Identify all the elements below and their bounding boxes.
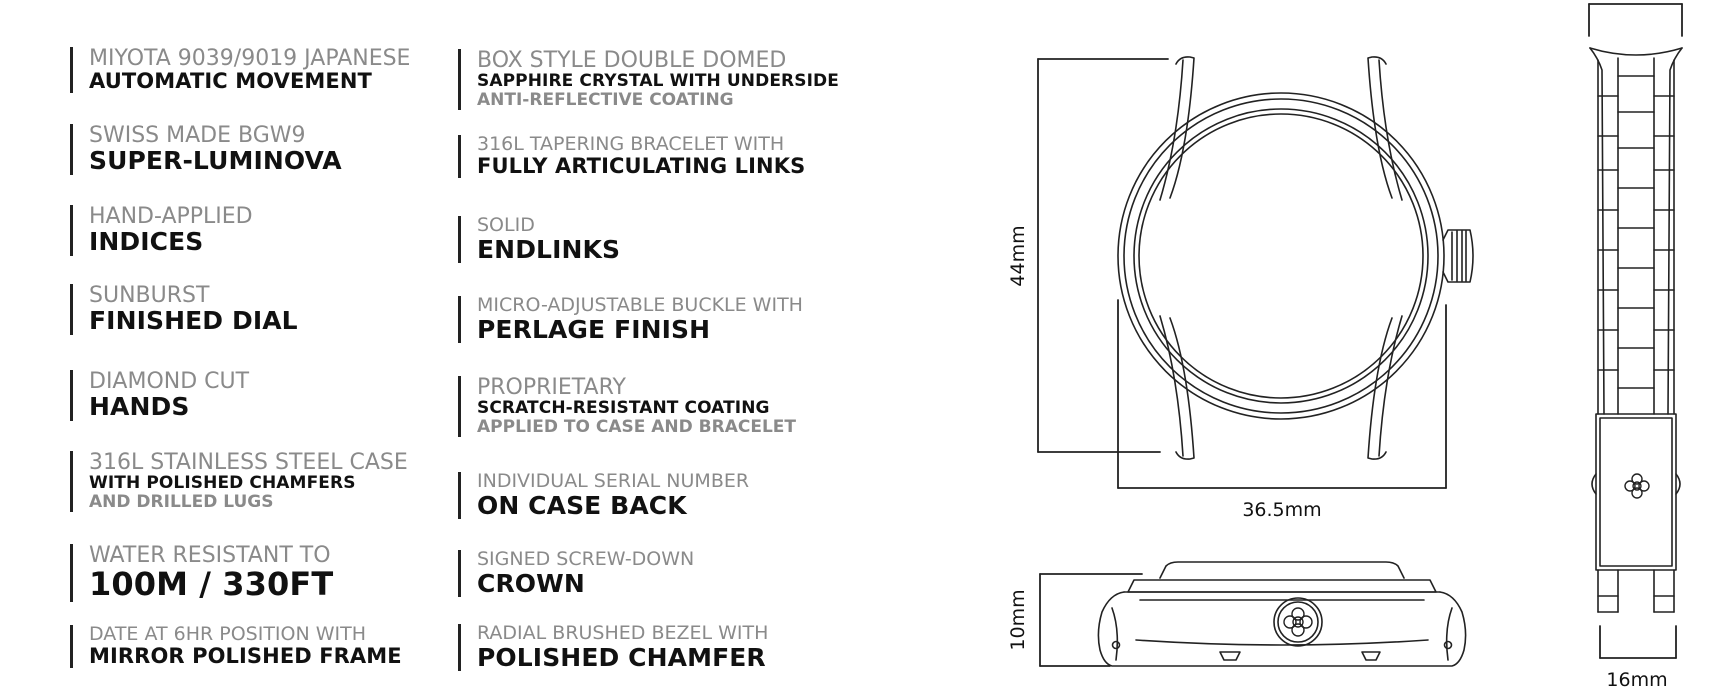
spec-light-text: WATER RESISTANT TO — [89, 543, 331, 568]
lug-width-dimension-label: 16mm — [1606, 669, 1667, 691]
spec-light-text: INDIVIDUAL SERIAL NUMBER — [477, 470, 750, 492]
spec-light-text: DATE AT 6HR POSITION WITH — [89, 623, 367, 645]
spec-bold-text: FULLY ARTICULATING LINKS — [477, 153, 806, 178]
spec-light-text: BOX STYLE DOUBLE DOMED — [477, 48, 787, 73]
spec-light-text: SUNBURST — [89, 283, 210, 308]
spec-column-left: MIYOTA 9039/9019 JAPANESE AUTOMATIC MOVE… — [70, 0, 470, 692]
watch-case-front-icon — [1117, 56, 1474, 460]
spec-tapering-bracelet: 316L TAPERING BRACELET WITH FULLY ARTICU… — [458, 133, 806, 179]
spec-bezel: RADIAL BRUSHED BEZEL WITH POLISHED CHAMF… — [458, 622, 769, 672]
spec-bold-text: ENDLINKS — [477, 234, 621, 264]
watch-case-side-icon — [1097, 561, 1467, 667]
spec-light-text: PROPRIETARY — [477, 375, 626, 400]
spec-bold-text: INDICES — [89, 227, 204, 257]
spec-grey-text: APPLIED TO CASE AND BRACELET — [477, 416, 796, 437]
width-dimension-label: 36.5mm — [1242, 499, 1321, 521]
spec-serial-number: INDIVIDUAL SERIAL NUMBER ON CASE BACK — [458, 470, 750, 520]
spec-light-text: 316L TAPERING BRACELET WITH — [477, 133, 785, 155]
spec-grey-text: AND DRILLED LUGS — [89, 491, 274, 512]
spec-bold-text: MIRROR POLISHED FRAME — [89, 643, 402, 668]
spec-bold-text: SCRATCH-RESISTANT COATING — [477, 398, 770, 419]
spec-grey-text: ANTI-REFLECTIVE COATING — [477, 89, 734, 110]
spec-automatic-movement: MIYOTA 9039/9019 JAPANESE AUTOMATIC MOVE… — [70, 46, 411, 94]
spec-steel-case: 316L STAINLESS STEEL CASE WITH POLISHED … — [70, 450, 408, 513]
spec-buckle: MICRO-ADJUSTABLE BUCKLE WITH PERLAGE FIN… — [458, 294, 803, 344]
spec-column-right: BOX STYLE DOUBLE DOMED SAPPHIRE CRYSTAL … — [458, 0, 858, 692]
spec-hands: DIAMOND CUT HANDS — [70, 370, 249, 421]
spec-light-text: DIAMOND CUT — [89, 369, 250, 394]
spec-bold-text: AUTOMATIC MOVEMENT — [89, 69, 372, 94]
spec-light-text: SWISS MADE BGW9 — [89, 123, 306, 148]
spec-date-window: DATE AT 6HR POSITION WITH MIRROR POLISHE… — [70, 623, 402, 669]
spec-bold-text: POLISHED CHAMFER — [477, 642, 766, 672]
spec-scratch-coating: PROPRIETARY SCRATCH-RESISTANT COATING AP… — [458, 375, 796, 438]
spec-bold-text: HANDS — [89, 392, 190, 422]
spec-bold-text: PERLAGE FINISH — [477, 314, 711, 344]
spec-light-text: HAND-APPLIED — [89, 204, 253, 229]
spec-finished-dial: SUNBURST FINISHED DIAL — [70, 284, 298, 335]
spec-light-text: MIYOTA 9039/9019 JAPANESE — [89, 46, 411, 71]
spec-indices: HAND-APPLIED INDICES — [70, 205, 253, 256]
spec-super-luminova: SWISS MADE BGW9 SUPER-LUMINOVA — [70, 124, 342, 175]
logo-knot-icon — [1283, 473, 1650, 637]
spec-light-text: SIGNED SCREW-DOWN — [477, 548, 695, 570]
spec-endlinks: SOLID ENDLINKS — [458, 214, 621, 264]
bracelet-icon — [1588, 3, 1683, 659]
dimension-lines-front — [1037, 58, 1447, 489]
height-dimension-label: 44mm — [1007, 225, 1029, 286]
spec-light-text: 316L STAINLESS STEEL CASE — [89, 450, 408, 475]
spec-light-text: MICRO-ADJUSTABLE BUCKLE WITH — [477, 294, 803, 316]
spec-bold-text: 100M / 330FT — [89, 565, 334, 604]
thickness-dimension-label: 10mm — [1007, 589, 1029, 650]
spec-bold-text: SAPPHIRE CRYSTAL WITH UNDERSIDE — [477, 71, 839, 92]
spec-sapphire-crystal: BOX STYLE DOUBLE DOMED SAPPHIRE CRYSTAL … — [458, 48, 839, 111]
spec-bold-text: FINISHED DIAL — [89, 306, 298, 336]
spec-screw-down-crown: SIGNED SCREW-DOWN CROWN — [458, 548, 695, 598]
spec-light-text: RADIAL BRUSHED BEZEL WITH — [477, 622, 769, 644]
spec-bold-text: WITH POLISHED CHAMFERS — [89, 473, 356, 494]
dimension-lines-side — [1039, 573, 1143, 667]
spec-bold-text: CROWN — [477, 568, 585, 598]
spec-bold-text: SUPER-LUMINOVA — [89, 146, 342, 176]
spec-light-text: SOLID — [477, 214, 535, 236]
spec-bold-text: ON CASE BACK — [477, 490, 687, 520]
spec-water-resistance: WATER RESISTANT TO 100M / 330FT — [70, 543, 334, 604]
